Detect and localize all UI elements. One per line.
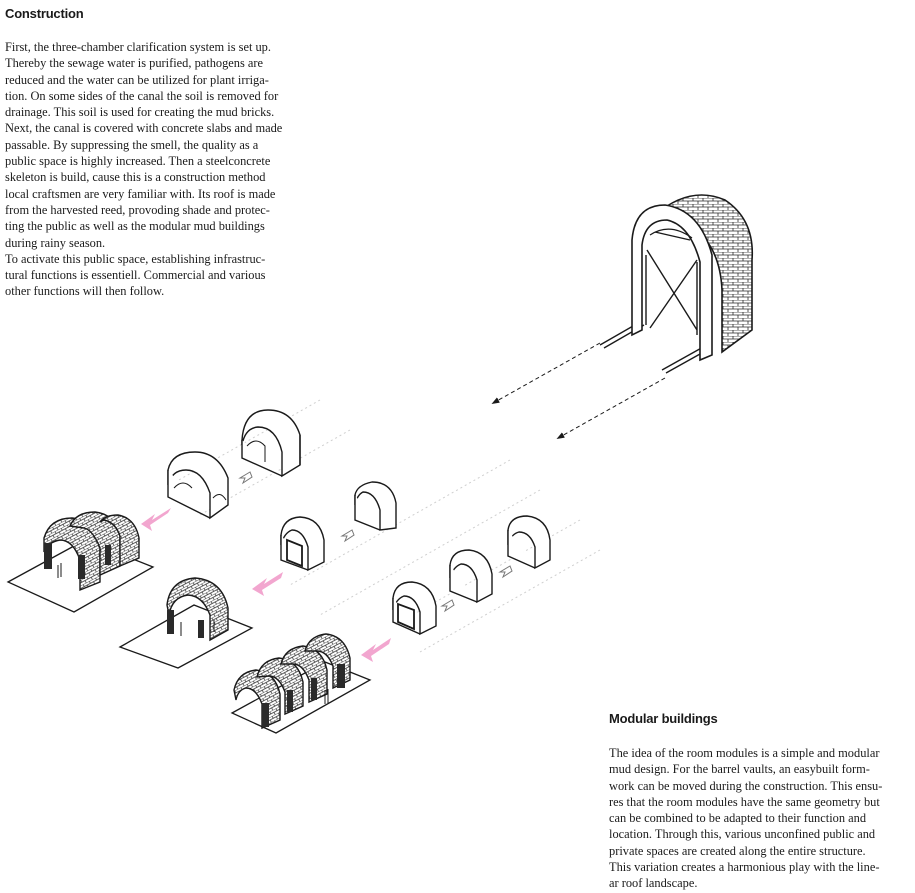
text-line: skeleton is build, cause this is a const… [5,170,266,185]
vault-module-row-1 [167,409,301,520]
modular-paragraph: The idea of the room modules is a simple… [609,745,882,892]
text-line: This variation creates a harmonious play… [609,860,880,875]
construction-heading: Construction [5,6,84,21]
text-line: res that the room modules have the same … [609,794,880,809]
assembled-module-single [118,577,254,669]
text-line: can be combined to be adapted to their f… [609,811,867,826]
pink-arrow-icon [361,638,391,662]
vault-module-row-2 [280,481,397,572]
pink-arrows [141,508,391,662]
text-line: other functions will then follow. [5,284,165,299]
text-line: First, the three-chamber clarification s… [5,40,271,54]
text-line: The idea of the room modules is a simple… [609,746,880,760]
assembled-module-triple [6,511,155,613]
direction-arrow-icon [340,529,355,543]
text-line: tion. On some sides of the canal the soi… [5,88,279,103]
text-line: ting the public as well as the modular m… [5,219,265,234]
text-line: Thereby the sewage water is purified, pa… [5,56,264,71]
direction-arrow-icon [238,471,253,485]
pink-arrow-icon [252,572,283,596]
formwork-arch-illustration [491,194,754,439]
text-line: Next, the canal is covered with concrete… [5,121,283,136]
text-line: reduced and the water can be utilized fo… [5,72,269,87]
text-line: during rainy season. [5,235,106,250]
text-line: local craftsmen are very familiar with. … [5,186,276,201]
assembled-module-quad [230,633,372,734]
text-line: To activate this public space, establish… [5,251,266,266]
construction-paragraph: First, the three-chamber clarification s… [5,39,282,300]
vault-module-row-3 [392,515,551,636]
text-line: tural functions is essentiell. Commercia… [5,268,266,283]
text-line: private spaces are created along the ent… [609,843,866,858]
direction-arrow-icon [440,599,455,613]
text-line: drainage. This soil is used for creating… [5,105,275,120]
text-line: location. Through this, various unconfin… [609,827,876,842]
text-line: mud design. For the barrel vaults, an ea… [609,762,870,777]
text-line: ar roof landscape. [609,876,698,891]
text-line: from the harvested reed, provoding shade… [5,202,270,217]
modular-heading: Modular buildings [609,711,718,726]
text-line: work can be moved during the constructio… [609,778,883,793]
text-line: passable. By suppressing the smell, the … [5,137,259,152]
direction-arrow-icon [498,565,513,579]
text-line: public space is highly increased. Then a… [5,154,271,169]
pink-arrow-icon [141,508,171,531]
